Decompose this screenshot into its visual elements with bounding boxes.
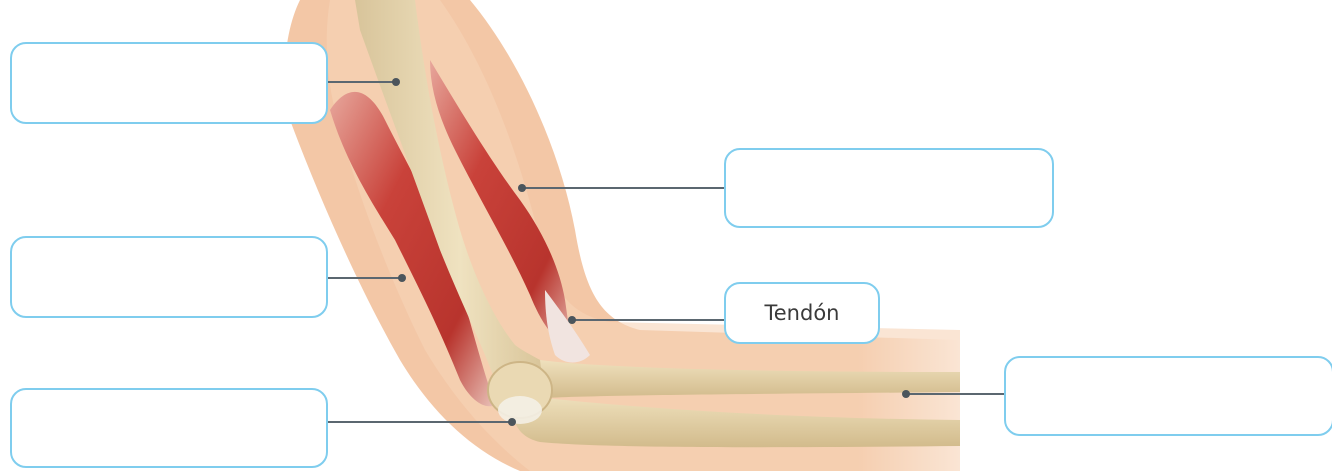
label-box-biceps[interactable]: [724, 148, 1054, 228]
point-forearm: [902, 390, 910, 398]
label-box-forearm-bone[interactable]: [1004, 356, 1332, 436]
point-biceps: [518, 184, 526, 192]
label-box-triceps[interactable]: [10, 236, 328, 318]
point-tendon: [568, 316, 576, 324]
point-joint: [508, 418, 516, 426]
point-triceps: [398, 274, 406, 282]
point-humerus: [392, 78, 400, 86]
label-box-elbow-joint[interactable]: [10, 388, 328, 468]
elbow-joint-cartilage: [498, 396, 542, 424]
label-box-tendon[interactable]: Tendón: [724, 282, 880, 344]
label-box-humerus[interactable]: [10, 42, 328, 124]
